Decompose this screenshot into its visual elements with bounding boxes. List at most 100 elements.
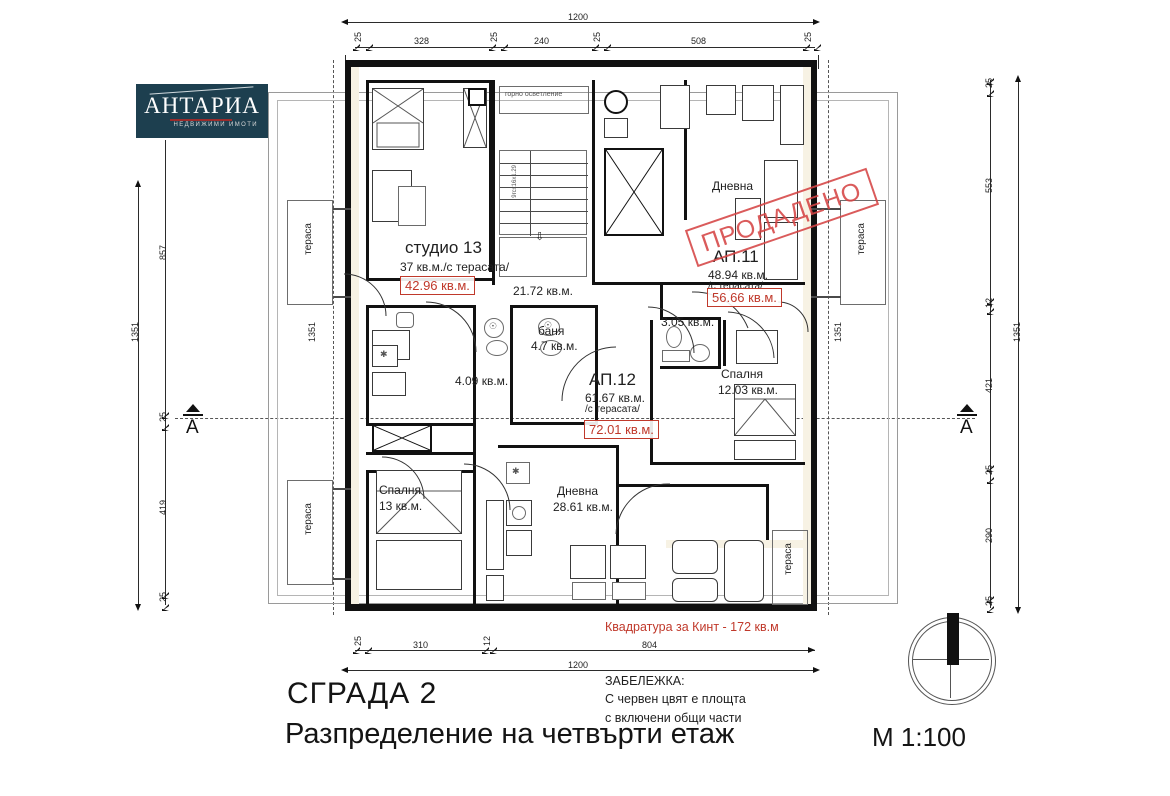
- dim-tick: [353, 44, 360, 51]
- unit-title-studio-13: студио 13: [405, 238, 482, 257]
- room-area-ap12-living: 28.61 кв.м.: [553, 500, 613, 514]
- page-title-building: СГРАДА 2: [287, 677, 438, 710]
- section-line-a: [175, 418, 975, 419]
- unit-area-ap-11: 48.94 кв.м.: [708, 268, 768, 282]
- unit-area-sub-ap-12: /с терасата/: [585, 404, 640, 415]
- logo-rule: [170, 119, 232, 121]
- furniture-chair-3: [572, 582, 606, 600]
- dim-tick: [162, 592, 169, 599]
- furniture-table-ap11: [735, 198, 761, 240]
- fixture-sink-ap11: [690, 344, 710, 362]
- dim-tick: [803, 44, 810, 51]
- dim-top-total: 1200: [568, 12, 589, 22]
- staircase: 9гсх16х1.29: [499, 150, 588, 236]
- stair-direction-icon: ⇩: [535, 231, 545, 243]
- terrace-connector: [333, 578, 351, 580]
- dim-left-total-arrow-top: [135, 180, 141, 187]
- furniture-counter-ap11: [780, 85, 804, 145]
- kint-note: Квадратура за Кинт - 172 кв.м: [605, 620, 779, 634]
- wall-studio-left: [366, 80, 369, 280]
- wall-ap11-bed-bottom: [650, 462, 805, 465]
- furniture-bed-foot-ap11: [734, 440, 796, 460]
- dim-right-total-arrow-bottom: [1015, 607, 1021, 614]
- dim-right-seg-7: 25: [984, 596, 994, 607]
- dim-left-seg-3: 419: [158, 500, 168, 516]
- terrace-right-top[interactable]: тераса: [840, 200, 886, 305]
- wall-right: [811, 60, 817, 611]
- room-area-ap11-bath: 3.05 кв.м.: [661, 315, 715, 329]
- furniture-table-studio: [398, 186, 426, 226]
- door-swing-ap11-bath: [647, 306, 695, 354]
- dim-tick: [987, 477, 994, 484]
- room-name-ap11-living: Дневна: [712, 179, 754, 193]
- terrace-left-top[interactable]: тераса: [287, 200, 333, 305]
- dim-tick: [365, 647, 372, 654]
- dim-right-seg-3: 12: [984, 298, 994, 309]
- dim-top-seg-3: 25: [489, 32, 499, 43]
- dim-tick: [162, 604, 169, 611]
- furniture-chair-2: [610, 545, 646, 579]
- door-swing-ap11-terrace: [777, 301, 809, 333]
- wall-bath12-bottom: [513, 422, 598, 425]
- wall-bath-bottom: [660, 366, 720, 369]
- terrace-connector: [811, 208, 841, 210]
- fixture-tub-ap11: [662, 350, 690, 362]
- stair-riser-note: 9гсх16х1.29: [512, 165, 518, 198]
- terrace-right-bottom[interactable]: тераса: [772, 530, 808, 605]
- wall-core-right: [592, 80, 595, 285]
- note-line-2: с включени общи части: [605, 711, 742, 725]
- dim-top-total-line: [345, 22, 815, 23]
- dim-bottom-seg-3: 12: [482, 636, 492, 647]
- wall-ap11-bottom: [595, 282, 805, 285]
- room-name-ap11-bedroom: Спалня: [721, 367, 763, 381]
- dim-top-seg-5: 25: [592, 32, 602, 43]
- fixture-sink-studio: [486, 340, 508, 356]
- dim-right-chain-line: [990, 80, 991, 608]
- section-label-right: A: [960, 417, 973, 438]
- dim-tick: [489, 44, 496, 51]
- fixture-sink-ap12: [540, 340, 562, 356]
- logo-name: АНТАРИА: [144, 93, 260, 118]
- dim-tick: [162, 412, 169, 419]
- dim-top-chain-line: [355, 47, 815, 48]
- terrace-label: тераса: [856, 223, 867, 255]
- room-area-ap11-bedroom: 12.03 кв.м.: [718, 383, 778, 397]
- appliance-fridge-ap11: [742, 85, 774, 121]
- terrace-label: тераса: [303, 503, 314, 535]
- appliance-dryer: [506, 530, 532, 556]
- section-bar-right: [957, 414, 977, 416]
- terrace-left-bottom[interactable]: тераса: [287, 480, 333, 585]
- dim-bottom-seg-2: 310: [413, 640, 429, 650]
- wall-top: [345, 60, 817, 67]
- dim-tick: [814, 44, 821, 51]
- room-area-ap12-bedroom: 13 кв.м.: [379, 499, 423, 513]
- furniture-armchair-2: [672, 578, 718, 602]
- appliance-stove: [372, 372, 406, 396]
- wall-ap12-mid: [473, 305, 476, 605]
- terrace-connector: [333, 488, 351, 490]
- furniture-chair-1: [570, 545, 606, 579]
- dim-tick: [987, 596, 994, 603]
- wall-bath12-top: [513, 305, 598, 308]
- axis-line-left: [333, 60, 334, 615]
- fixture-shower-ap12: ☉: [538, 318, 560, 336]
- dim-top-seg-2: 328: [414, 36, 430, 46]
- dim-top-seg-7: 25: [803, 32, 813, 43]
- shaft-cross-icon: [606, 150, 662, 234]
- appliance-stove-ap11: [660, 85, 690, 129]
- unit-area-red-ap-11: 56.66 кв.м.: [707, 288, 782, 307]
- room-name-ap12-bath: баня: [538, 324, 565, 338]
- fixture-toilet-ap11: [666, 326, 682, 348]
- appliance-sink: ✱: [372, 345, 398, 367]
- dim-right-total-arrow-top: [1015, 75, 1021, 82]
- dim-bottom-seg-4: 804: [642, 640, 658, 650]
- terrace-connector: [333, 208, 351, 210]
- dim-bottom-total-line: [345, 670, 815, 671]
- door-swing-bath12: [561, 346, 617, 402]
- door-swing-studio-bath: [425, 301, 477, 353]
- wall-bath12-right: [595, 305, 598, 425]
- dim-tick: [987, 90, 994, 97]
- appliance-round-ap11: [604, 90, 628, 114]
- dim-right-seg-2: 553: [984, 178, 994, 194]
